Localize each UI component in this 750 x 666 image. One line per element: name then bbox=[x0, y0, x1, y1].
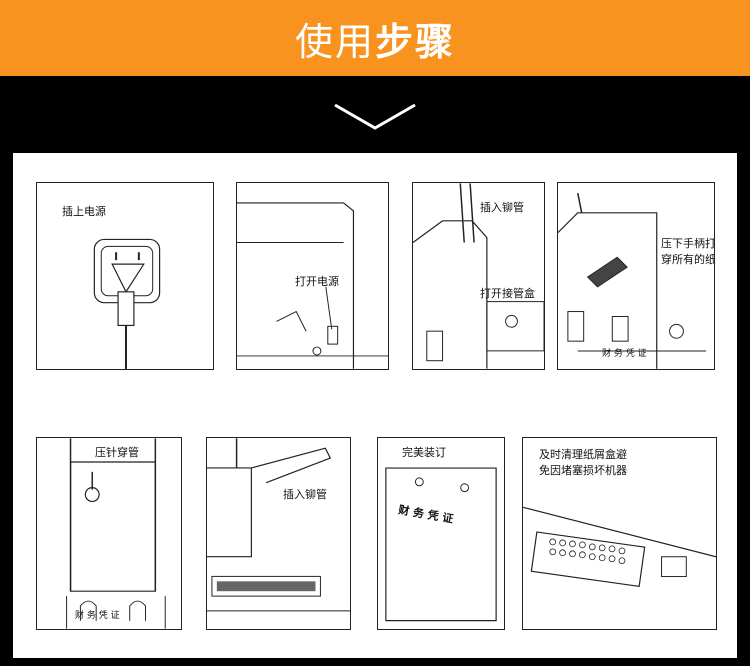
step-label-line2: 穿所有的纸 bbox=[661, 253, 715, 266]
stamp-text: 财 务 凭 证 bbox=[602, 349, 647, 359]
step-label: 插上电源 bbox=[62, 205, 106, 218]
step-label: 完美装订 bbox=[402, 446, 446, 459]
step-card-press-needle: 压针穿管 财 务 凭 证 bbox=[36, 437, 182, 630]
step-label: 插入铆管 bbox=[480, 201, 524, 214]
power-socket-illustration bbox=[93, 238, 161, 369]
chevron-down-icon bbox=[334, 103, 416, 130]
machine-handle-illustration bbox=[558, 192, 707, 369]
waste-box-illustration bbox=[523, 506, 716, 588]
machine-open-box-illustration bbox=[413, 183, 544, 369]
step-card-press-handle: 压下手柄打 穿所有的纸 财 务 凭 证 bbox=[557, 182, 715, 370]
machine-front-illustration bbox=[66, 438, 166, 629]
step-label-secondary: 打开接管盒 bbox=[480, 287, 535, 300]
machine-side-illustration bbox=[237, 202, 388, 369]
step-label: 插入铆管 bbox=[283, 488, 327, 501]
stamp-text: 财 务 凭 证 bbox=[75, 611, 120, 621]
step-label-line1: 压下手柄打 bbox=[661, 237, 715, 250]
step-card-clean-box: 及时清理纸屑盒避 免因堵塞损坏机器 bbox=[522, 437, 717, 630]
page-title-light: 使用 bbox=[294, 19, 375, 64]
step-label-line2: 免因堵塞损坏机器 bbox=[539, 464, 627, 477]
step-card-finished: 完美装订 财 务 凭 证 bbox=[377, 437, 505, 630]
page-title: 使用步骤 bbox=[0, 0, 750, 76]
bound-document-illustration bbox=[385, 467, 497, 622]
step-card-plug-in: 插上电源 bbox=[36, 182, 214, 370]
step-card-insert-tube-2: 插入铆管 bbox=[206, 437, 351, 630]
step-label: 打开电源 bbox=[295, 275, 339, 288]
step-label: 压针穿管 bbox=[95, 446, 139, 459]
step-card-insert-tube: 插入铆管 打开接管盒 bbox=[412, 182, 545, 370]
page-title-bold: 步骤 bbox=[375, 19, 456, 64]
step-card-power-on: 打开电源 bbox=[236, 182, 389, 370]
machine-handle-down-illustration bbox=[207, 438, 350, 612]
header-banner bbox=[0, 0, 750, 76]
steps-panel: 插上电源 打开电源 插入铆管 打开接管盒 bbox=[13, 153, 737, 658]
step-label-line1: 及时清理纸屑盒避 bbox=[539, 448, 627, 461]
